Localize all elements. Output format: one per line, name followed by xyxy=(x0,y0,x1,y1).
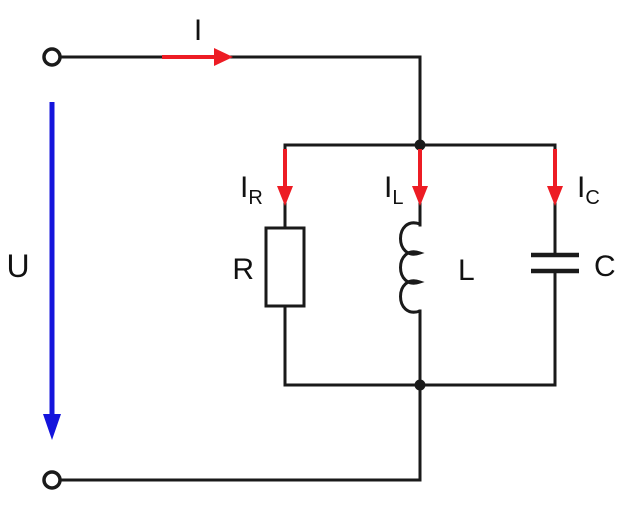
capacitor-current-arrow-head xyxy=(547,186,563,206)
label-inductor-current-sub: L xyxy=(392,187,403,209)
bottom-wire xyxy=(58,383,422,482)
label-capacitor-current-main: I xyxy=(577,171,585,204)
resistor-current-arrow-head xyxy=(277,186,293,206)
capacitor-symbol xyxy=(531,252,579,274)
voltage-arrow xyxy=(43,102,61,440)
top-wire xyxy=(58,55,422,147)
label-resistor-current: IR xyxy=(240,171,263,209)
label-inductor: L xyxy=(458,254,475,287)
resistor-symbol xyxy=(264,226,306,308)
label-resistor-current-sub: R xyxy=(248,187,262,209)
label-voltage: U xyxy=(6,248,29,284)
total-current-arrow-head xyxy=(214,48,233,66)
capacitor-current-arrow xyxy=(547,149,563,206)
top-terminal xyxy=(42,47,62,67)
label-capacitor-current: IC xyxy=(577,171,600,209)
inductor-symbol xyxy=(399,221,425,314)
inductor-current-arrow-head xyxy=(412,186,428,206)
label-inductor-current: IL xyxy=(384,171,403,209)
label-capacitor: C xyxy=(594,250,616,283)
inductor-current-arrow xyxy=(412,149,428,206)
total-current-arrow xyxy=(162,48,233,66)
label-inductor-current-main: I xyxy=(384,171,392,204)
label-total-current: I xyxy=(194,14,202,47)
label-capacitor-current-sub: C xyxy=(585,187,599,209)
bottom-terminal xyxy=(42,470,62,490)
label-resistor-current-main: I xyxy=(240,171,248,204)
resistor-current-arrow xyxy=(277,149,293,206)
label-resistor: R xyxy=(232,253,254,286)
voltage-arrow-head xyxy=(43,414,61,440)
